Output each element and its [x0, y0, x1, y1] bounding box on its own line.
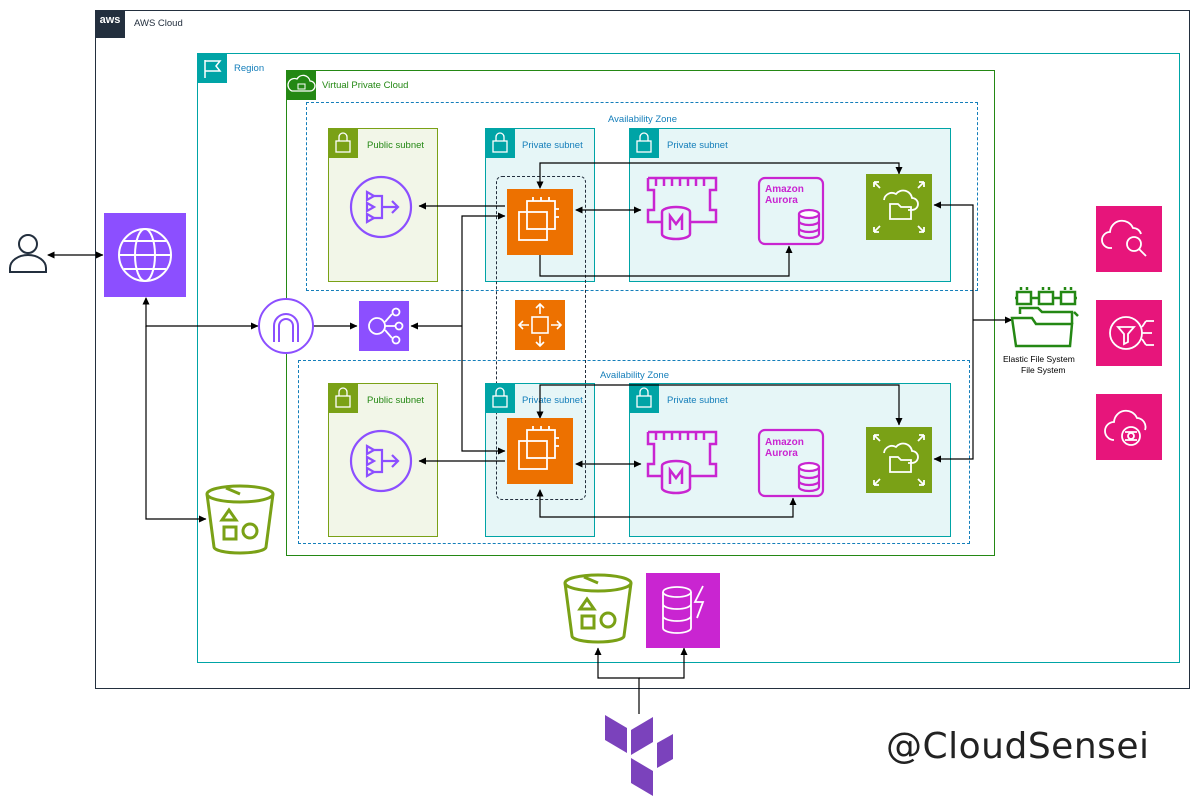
elasticache-1-icon[interactable]	[646, 176, 718, 241]
ec2-instance-1-icon[interactable]	[507, 189, 573, 255]
aws-logo-badge: aws	[95, 10, 125, 38]
private-subnet-1b-label: Private subnet	[667, 140, 728, 151]
region-flag-icon	[197, 53, 227, 83]
public-subnet-1-label: Public subnet	[367, 140, 425, 151]
private-subnet-2b-label: Private subnet	[667, 395, 728, 406]
nat-gateway-2-icon[interactable]	[349, 429, 413, 493]
region-group	[197, 53, 1180, 663]
private-subnet-2b-lock-icon	[629, 383, 659, 413]
cloudfront-icon[interactable]	[104, 213, 186, 297]
aws-cloud-label: AWS Cloud	[134, 18, 183, 29]
private-subnet-1a-label: Private subnet	[522, 140, 583, 151]
cloudwatch-icon[interactable]	[1096, 206, 1162, 272]
nat-gateway-1-icon[interactable]	[349, 175, 413, 239]
efs-icon[interactable]	[1010, 287, 1079, 348]
availability-zone-1-label: Availability Zone	[608, 114, 678, 125]
vpc-label: Virtual Private Cloud	[322, 80, 409, 91]
efs-file-system-1-icon[interactable]	[866, 174, 932, 240]
public-subnet-2-label: Public subnet	[367, 395, 425, 406]
availability-zone-1	[306, 102, 978, 291]
aurora-1-icon[interactable]	[757, 176, 825, 246]
availability-zone-2	[298, 360, 970, 544]
watermark-text: @CloudSensei	[886, 726, 1150, 767]
efs-label-line2: File System	[1021, 365, 1066, 375]
internet-gateway-icon[interactable]	[258, 298, 314, 354]
user-icon	[9, 234, 47, 273]
availability-zone-2-label: Availability Zone	[600, 370, 670, 381]
s3-bucket-2-icon[interactable]	[563, 573, 633, 644]
aws-cloud-group	[95, 10, 1190, 689]
config-icon[interactable]	[1096, 394, 1162, 460]
terraform-icon[interactable]	[605, 715, 673, 796]
elasticache-2-icon[interactable]	[646, 430, 718, 495]
elb-icon[interactable]	[359, 301, 409, 351]
private-subnet-2a-label: Private subnet	[522, 395, 583, 406]
dynamodb-icon[interactable]	[646, 573, 720, 648]
aws-logo-icon: aws	[99, 14, 121, 26]
region-label: Region	[234, 63, 265, 74]
private-subnet-2a-lock-icon	[485, 383, 515, 413]
vpc-cloud-icon	[286, 70, 316, 100]
ec2-instance-2-icon[interactable]	[507, 418, 573, 484]
public-subnet-2-lock-icon	[328, 383, 358, 413]
private-subnet-1a-lock-icon	[485, 128, 515, 158]
aurora-2-label: Amazon Aurora	[765, 437, 804, 459]
efs-label-line1: Elastic File System	[1003, 354, 1075, 364]
connectors	[47, 162, 1013, 714]
ssm-icon[interactable]	[1096, 300, 1162, 366]
aurora-1-label: Amazon Aurora	[765, 184, 804, 206]
private-subnet-1b-lock-icon	[629, 128, 659, 158]
autoscaling-icon[interactable]	[515, 300, 565, 350]
s3-bucket-1-icon[interactable]	[205, 484, 275, 555]
aurora-2-icon[interactable]	[757, 428, 825, 498]
efs-file-system-2-icon[interactable]	[866, 427, 932, 493]
public-subnet-1-lock-icon	[328, 128, 358, 158]
